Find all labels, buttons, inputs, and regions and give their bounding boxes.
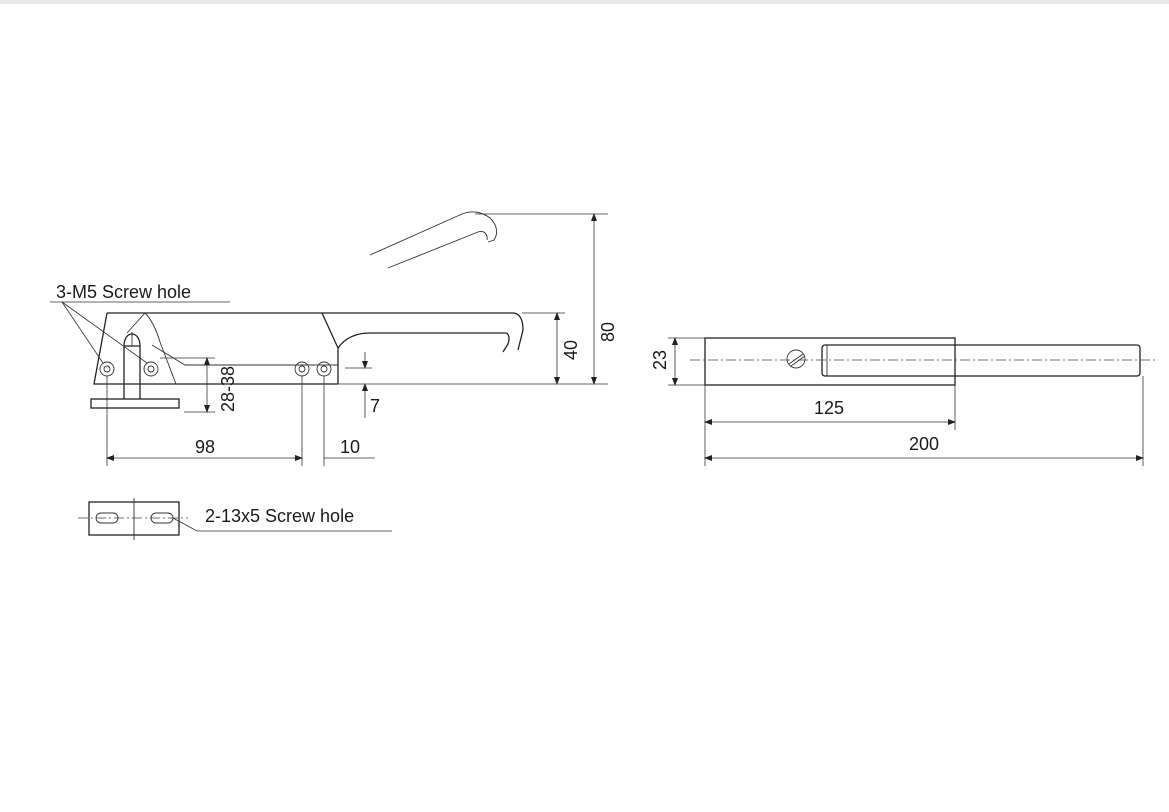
base-bracket xyxy=(90,332,180,409)
top-view: 23 125 200 xyxy=(650,337,1158,466)
screw-hole-1 xyxy=(99,361,115,377)
dim-10: 10 xyxy=(340,437,360,457)
screw-hole-4 xyxy=(316,361,332,377)
screw-hole-group xyxy=(99,361,332,377)
m5-screw-hole-label: 3-M5 Screw hole xyxy=(56,282,191,302)
dim-40: 40 xyxy=(561,340,581,360)
dim-23: 23 xyxy=(650,350,670,370)
screw-hole-3 xyxy=(294,361,310,377)
dim-7: 7 xyxy=(370,396,380,416)
dim-80: 80 xyxy=(598,322,618,342)
dim-28-38: 28-38 xyxy=(218,366,238,412)
top-border xyxy=(0,0,1169,4)
pivot-screw xyxy=(786,349,806,369)
m5-leader: 3-M5 Screw hole xyxy=(50,282,230,364)
screw-hole-2 xyxy=(143,361,159,377)
side-view: 3-M5 Screw hole 98 10 7 28-38 40 80 xyxy=(50,211,618,466)
dim-200: 200 xyxy=(909,434,939,454)
dim-98: 98 xyxy=(195,437,215,457)
latch-body xyxy=(93,312,524,385)
dim-125: 125 xyxy=(814,398,844,418)
slot-plate-view: 2-13x5 Screw hole xyxy=(78,498,392,540)
raised-handle-outline xyxy=(369,211,498,269)
slot-screw-hole-label: 2-13x5 Screw hole xyxy=(205,506,354,526)
